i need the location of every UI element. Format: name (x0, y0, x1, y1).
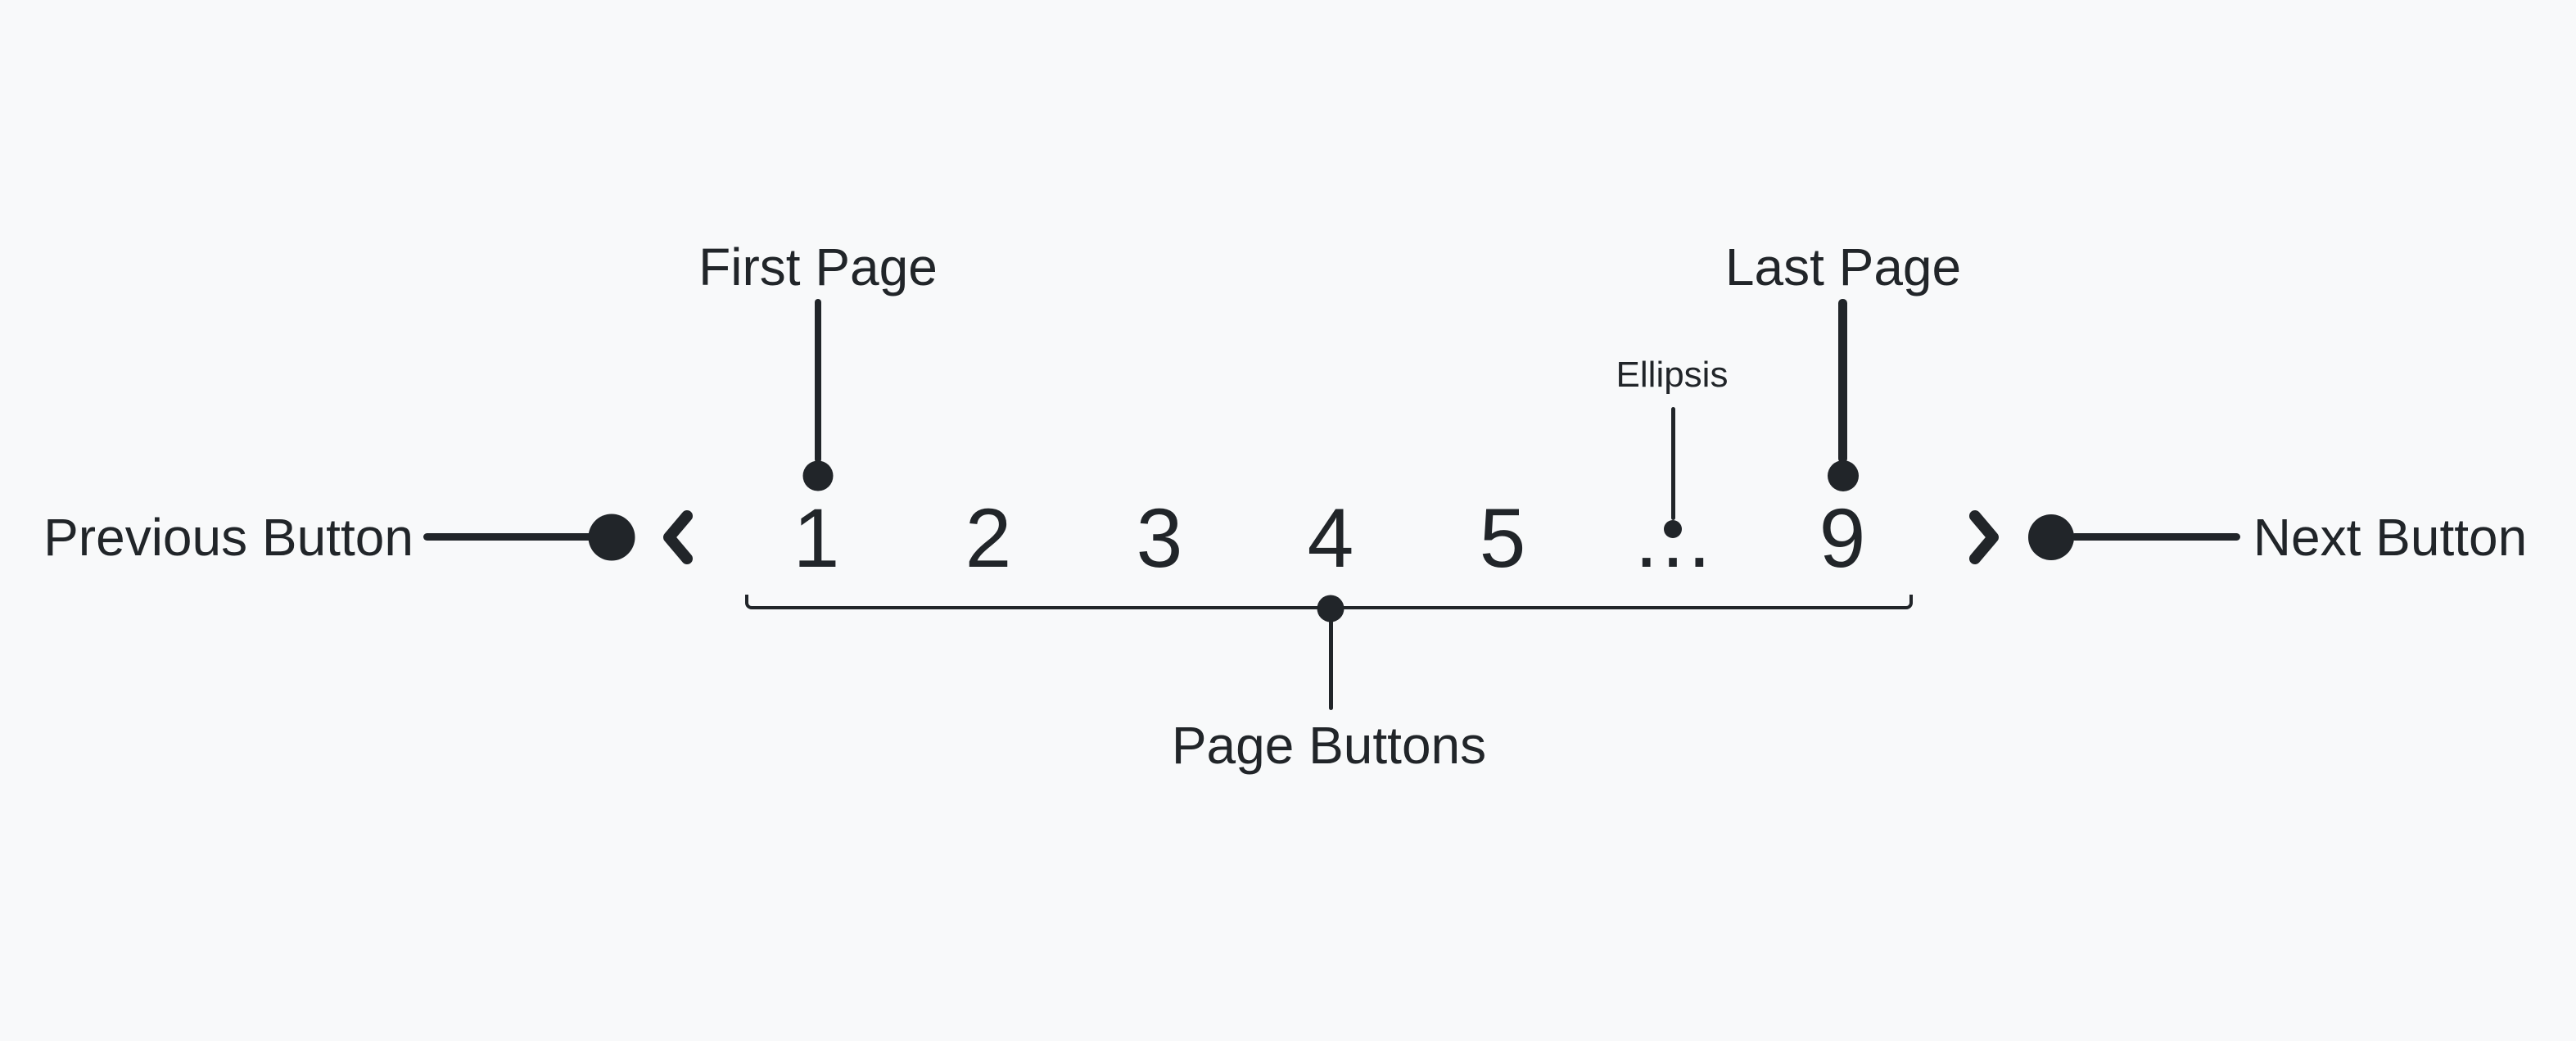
page-button[interactable]: 5 (1479, 491, 1526, 585)
page-button-first[interactable]: 1 (793, 491, 840, 585)
page-buttons-callout-line (1329, 609, 1333, 710)
last-page-callout-line (1838, 299, 1847, 463)
page-button[interactable]: 2 (965, 491, 1012, 585)
chevron-right-icon[interactable] (1964, 508, 2004, 567)
previous-marker-dot (588, 514, 635, 561)
previous-button-label: Previous Button (43, 508, 414, 567)
ellipsis-label: Ellipsis (1616, 355, 1729, 395)
ellipsis-marker-dot (1664, 520, 1682, 538)
previous-callout-line (423, 533, 596, 541)
page-button[interactable]: 3 (1136, 491, 1183, 585)
ellipsis-callout-line (1671, 407, 1675, 520)
page-button-last[interactable]: 9 (1819, 491, 1866, 585)
first-page-callout-line (815, 299, 821, 463)
chevron-left-icon[interactable] (658, 508, 698, 567)
page-button[interactable]: 4 (1307, 491, 1354, 585)
next-callout-line (2071, 533, 2240, 541)
page-buttons-label: Page Buttons (1171, 716, 1487, 775)
first-page-marker-dot (802, 460, 834, 491)
next-marker-dot (2028, 514, 2074, 560)
first-page-label: First Page (698, 238, 938, 296)
next-button-label: Next Button (2253, 508, 2528, 567)
last-page-marker-dot (1828, 460, 1859, 491)
last-page-label: Last Page (1724, 238, 1962, 296)
